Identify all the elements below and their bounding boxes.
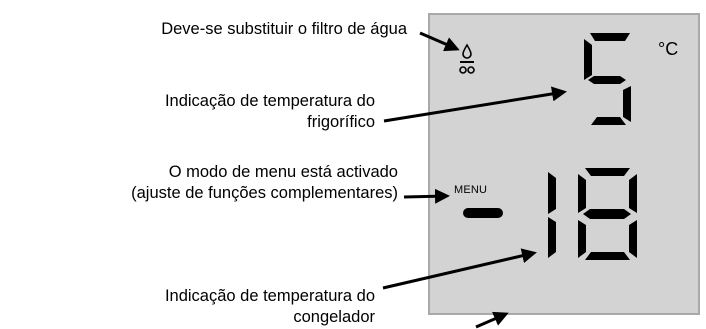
freezer-minus-segment (463, 208, 503, 218)
arrow-menu-mode (403, 188, 450, 204)
water-filter-label: Deve-se substituir o filtro de água (161, 20, 407, 38)
arrow-freezer-temp (382, 248, 537, 290)
menu-mode-label-line2: (ajuste de funções complementares) (131, 184, 398, 202)
arrow-bottom-stub (475, 311, 509, 329)
water-drops-icon (459, 43, 475, 74)
arrow-water-filter (419, 31, 460, 52)
unit-celsius: °C (658, 39, 679, 59)
freezer-temp-digit-1 (548, 172, 556, 258)
freezer-temp-label-line2: congelador (293, 308, 375, 326)
fridge-temp-digit-5 (584, 33, 631, 125)
fridge-temp-label: Indicação de temperatura do frigorífico (165, 91, 375, 133)
display-panel (428, 13, 700, 315)
menu-mode-label: O modo de menu está activado (ajuste de … (131, 162, 398, 204)
fridge-temp-label-line2: frigorífico (307, 113, 375, 131)
arrow-fridge-temp (383, 86, 567, 123)
menu-mode-label-line1: O modo de menu está activado (168, 163, 398, 181)
freezer-temp-label-line1: Indicação de temperatura do (164, 287, 375, 305)
freezer-temp-label: Indicação de temperatura do congelador (165, 286, 375, 328)
annotation-arrows (382, 31, 567, 329)
menu-indicator-text: MENU (454, 184, 488, 196)
fridge-temp-label-line1: Indicação de temperatura do (164, 92, 375, 110)
freezer-temp-digit-8 (578, 168, 637, 260)
